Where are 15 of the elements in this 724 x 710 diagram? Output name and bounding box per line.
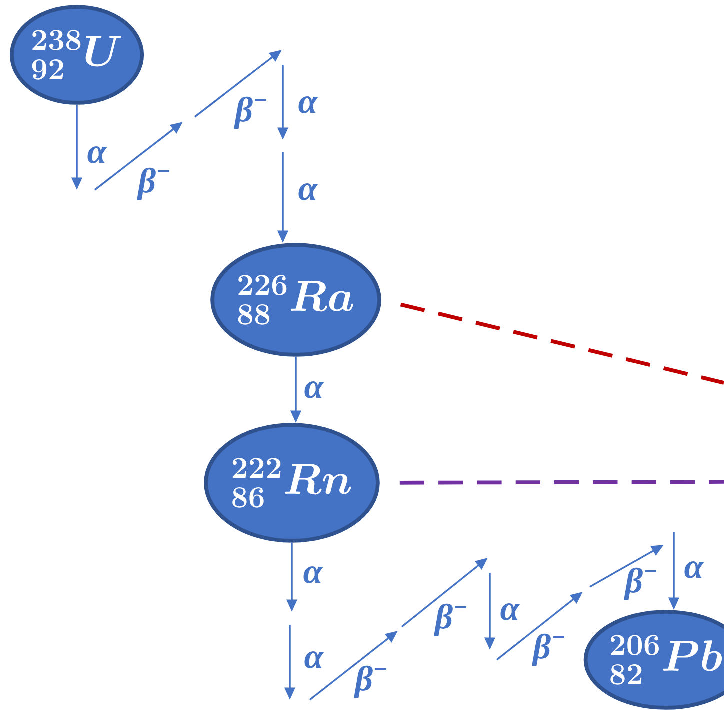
edge-label: α	[684, 562, 704, 578]
edge-label: α	[304, 566, 324, 584]
decay-label: α	[304, 652, 324, 668]
decay-label: β$^{−}$	[624, 568, 656, 600]
decay-label: β$^{−}$	[354, 666, 386, 698]
connector-line	[400, 302, 724, 385]
decay-label: α	[298, 96, 318, 114]
edge-label: α	[298, 184, 318, 200]
edge-label: α	[88, 146, 108, 164]
connector-line	[400, 480, 724, 485]
decay-label: β$^{−}$	[234, 96, 266, 130]
edge-label: α	[304, 382, 324, 398]
decay-label: α	[500, 604, 520, 620]
decay-label: β$^{−}$	[434, 604, 466, 636]
decay-label: β$^{−}$	[137, 168, 170, 200]
